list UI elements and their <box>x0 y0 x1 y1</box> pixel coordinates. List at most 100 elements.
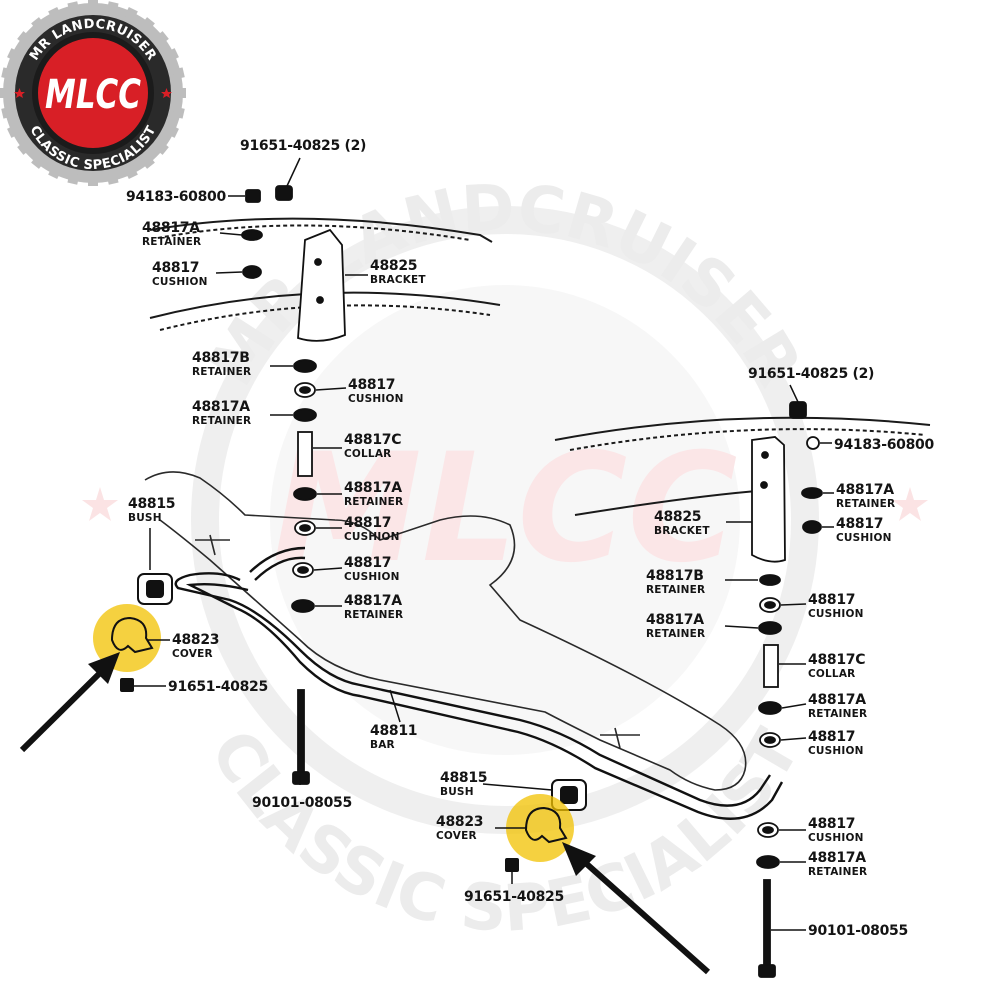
label-l2: 94183-60800 <box>126 189 227 205</box>
svg-text:RETAINER: RETAINER <box>808 866 867 878</box>
svg-text:48817: 48817 <box>344 555 391 571</box>
right-retainer-48817a-icon <box>758 621 782 635</box>
left-arrowhead-icon <box>88 652 120 684</box>
right-bracket-48825 <box>751 436 786 563</box>
svg-text:CUSHION: CUSHION <box>348 393 404 405</box>
leader-l4 <box>215 271 243 274</box>
svg-text:COVER: COVER <box>436 830 477 842</box>
left-bracket-hole-2 <box>316 296 324 304</box>
sway-bar-end-left <box>249 546 306 581</box>
svg-text:48817A: 48817A <box>142 220 200 236</box>
left-bracket-48825 <box>297 228 346 342</box>
svg-text:RETAINER: RETAINER <box>192 415 251 427</box>
svg-text:48817C: 48817C <box>808 652 865 668</box>
right-highlight-circle <box>506 794 574 862</box>
svg-text:48817: 48817 <box>836 516 883 532</box>
svg-text:CUSHION: CUSHION <box>344 531 400 543</box>
svg-text:48817A: 48817A <box>192 399 250 415</box>
right-cover-bolt-icon <box>505 858 519 872</box>
svg-text:RETAINER: RETAINER <box>192 366 251 378</box>
svg-text:48817A: 48817A <box>808 850 866 866</box>
left-cover-bolt-icon <box>120 678 134 692</box>
leader-l25 <box>780 603 807 606</box>
label-l1: 91651-40825 (2) <box>240 138 366 154</box>
svg-text:90101-08055: 90101-08055 <box>252 795 352 811</box>
svg-text:48817: 48817 <box>808 816 855 832</box>
svg-text:48817A: 48817A <box>836 482 894 498</box>
svg-text:CUSHION: CUSHION <box>344 571 400 583</box>
logo-gear-tooth <box>88 176 98 186</box>
logo-gear-tooth <box>67 172 80 185</box>
svg-text:91651-40825: 91651-40825 <box>464 889 564 905</box>
right-retainer-bottom-icon <box>756 855 780 869</box>
logo-star-right-icon <box>161 88 172 98</box>
right-mount-stack <box>751 401 823 978</box>
right-cushion-bottom-hole <box>762 826 774 834</box>
svg-text:48817A: 48817A <box>808 692 866 708</box>
right-frame-rail-top-inner <box>569 428 926 451</box>
part-labels: 91651-40825 (2) 94183-60800 48817ARETAIN… <box>126 138 935 939</box>
logo-gear-tooth <box>140 17 155 32</box>
left-bush-core <box>146 580 164 598</box>
left-upper-retainer-icon <box>241 229 263 241</box>
svg-text:48817A: 48817A <box>344 480 402 496</box>
svg-text:RETAINER: RETAINER <box>808 708 867 720</box>
logo-gear-tooth <box>176 88 186 98</box>
svg-text:48817B: 48817B <box>192 350 250 366</box>
right-bush-cover-group <box>505 779 587 872</box>
leader-l7 <box>315 387 347 391</box>
svg-text:48817B: 48817B <box>646 568 704 584</box>
right-nut-icon <box>806 436 820 450</box>
right-long-bolt <box>763 879 771 971</box>
right-arrow-shaft <box>578 855 710 975</box>
logo-gear-tooth <box>172 106 185 119</box>
left-cover-48823-icon <box>110 616 154 654</box>
logo-gear-tooth <box>17 31 32 46</box>
watermark-disc <box>270 285 740 755</box>
svg-text:48823: 48823 <box>436 814 483 830</box>
svg-text:BAR: BAR <box>370 739 395 751</box>
logo-gear-tooth <box>154 140 169 155</box>
svg-text:CUSHION: CUSHION <box>836 532 892 544</box>
logo-gear-tooth <box>106 1 119 14</box>
logo-gear-tooth <box>88 0 98 10</box>
logo-gear-tooth <box>140 154 155 169</box>
frame-rails <box>149 217 931 516</box>
svg-text:91651-40825 (2): 91651-40825 (2) <box>240 138 366 154</box>
svg-text:48817A: 48817A <box>646 612 704 628</box>
svg-text:90101-08055: 90101-08055 <box>808 923 908 939</box>
right-arrowhead-icon <box>562 842 596 876</box>
left-frame-rail-top-inner <box>157 224 471 241</box>
left-upper-cushion-icon <box>242 265 262 279</box>
svg-text:BRACKET: BRACKET <box>370 274 426 286</box>
left-frame-rail-top <box>149 217 493 243</box>
logo-gear-tooth <box>1 67 14 80</box>
svg-text:48815: 48815 <box>440 770 487 786</box>
left-retainer-48817a-icon <box>293 408 317 422</box>
right-bracket-hole-2 <box>760 481 768 489</box>
svg-text:48817: 48817 <box>152 260 199 276</box>
watermark-mark: MLCC <box>272 422 737 596</box>
right-retainer-48817b-icon <box>759 574 781 586</box>
logo-gear-tooth <box>7 48 21 62</box>
